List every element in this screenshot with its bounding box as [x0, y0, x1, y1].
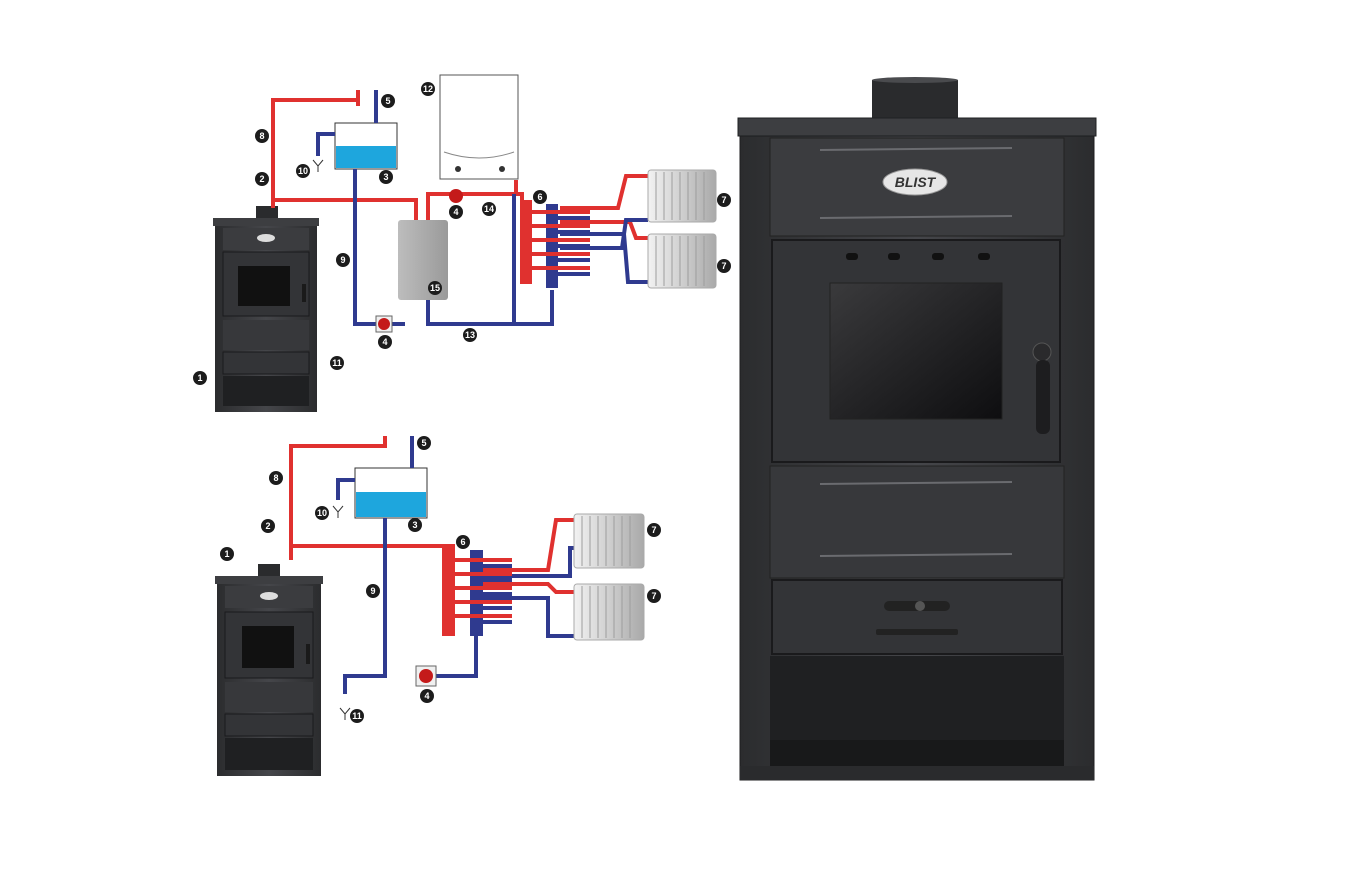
label-bottom-4: 4 — [420, 689, 434, 703]
expansion-tank-bottom — [354, 467, 428, 519]
svg-text:6: 6 — [537, 192, 542, 202]
radiator-bottom-1 — [573, 513, 645, 569]
label-top-14: 14 — [482, 202, 496, 216]
svg-text:8: 8 — [259, 131, 264, 141]
label-top-15: 15 — [428, 281, 442, 295]
label-top-4b: 4 — [378, 335, 392, 349]
label-bottom-7a: 7 — [647, 523, 661, 537]
svg-text:7: 7 — [651, 591, 656, 601]
label-bottom-7b: 7 — [647, 589, 661, 603]
label-top-7b: 7 — [717, 259, 731, 273]
svg-text:9: 9 — [370, 586, 375, 596]
label-bottom-5: 5 — [417, 436, 431, 450]
brand-logo: BLIST — [882, 168, 948, 196]
radiator-bottom-2 — [573, 583, 645, 641]
svg-text:7: 7 — [721, 261, 726, 271]
label-bottom-1: 1 — [220, 547, 234, 561]
label-top-4a: 4 — [449, 205, 463, 219]
label-top-12: 12 — [421, 82, 435, 96]
pump-bottom — [415, 665, 437, 687]
label-top-10: 10 — [296, 164, 310, 178]
label-bottom-3: 3 — [408, 518, 422, 532]
svg-text:2: 2 — [265, 521, 270, 531]
svg-text:13: 13 — [465, 330, 475, 340]
label-top-3: 3 — [379, 170, 393, 184]
small-stove-bottom — [215, 564, 323, 776]
gas-boiler — [439, 74, 519, 180]
diagram-top: 1 2 3 4 4 5 6 7 7 8 9 10 11 12 13 14 15 — [193, 74, 731, 412]
label-top-1: 1 — [193, 371, 207, 385]
svg-text:3: 3 — [412, 520, 417, 530]
svg-text:10: 10 — [317, 508, 327, 518]
svg-text:15: 15 — [430, 283, 440, 293]
svg-text:BLIST: BLIST — [895, 174, 937, 190]
svg-text:4: 4 — [382, 337, 387, 347]
svg-text:11: 11 — [352, 711, 362, 721]
small-stove-top — [213, 206, 319, 412]
svg-text:7: 7 — [721, 195, 726, 205]
svg-text:12: 12 — [423, 84, 433, 94]
expansion-tank-top — [334, 122, 398, 170]
pump-top-upper — [449, 189, 463, 203]
label-bottom-6: 6 — [456, 535, 470, 549]
hot-pipes-bottom — [289, 436, 574, 594]
label-bottom-2: 2 — [261, 519, 275, 533]
large-stove: BLIST — [737, 77, 1097, 781]
svg-text:9: 9 — [340, 255, 345, 265]
label-bottom-11: 11 — [350, 709, 364, 723]
svg-text:5: 5 — [385, 96, 390, 106]
radiator-top-2 — [647, 233, 717, 289]
svg-text:3: 3 — [383, 172, 388, 182]
label-top-5: 5 — [381, 94, 395, 108]
pump-top-lower — [375, 315, 393, 333]
label-top-6: 6 — [533, 190, 547, 204]
svg-text:4: 4 — [453, 207, 458, 217]
cold-pipes-bottom — [336, 436, 574, 694]
svg-text:1: 1 — [224, 549, 229, 559]
label-top-11: 11 — [330, 356, 344, 370]
manifold-bottom — [442, 544, 512, 636]
label-bottom-8: 8 — [269, 471, 283, 485]
label-top-13: 13 — [463, 328, 477, 342]
svg-text:7: 7 — [651, 525, 656, 535]
svg-text:5: 5 — [421, 438, 426, 448]
label-top-2: 2 — [255, 172, 269, 186]
svg-text:6: 6 — [460, 537, 465, 547]
svg-text:10: 10 — [298, 166, 308, 176]
label-top-8: 8 — [255, 129, 269, 143]
svg-text:11: 11 — [332, 358, 342, 368]
label-top-7a: 7 — [717, 193, 731, 207]
svg-text:2: 2 — [259, 174, 264, 184]
svg-text:4: 4 — [424, 691, 429, 701]
manifold-top — [520, 200, 590, 288]
svg-text:14: 14 — [484, 204, 494, 214]
diagram-bottom: 1 2 3 4 5 6 7 7 8 9 10 11 — [215, 436, 661, 776]
storage-tank — [398, 220, 448, 300]
svg-text:1: 1 — [197, 373, 202, 383]
label-bottom-10: 10 — [315, 506, 329, 520]
radiator-top-1 — [647, 169, 717, 223]
label-bottom-9: 9 — [366, 584, 380, 598]
label-top-9: 9 — [336, 253, 350, 267]
svg-text:8: 8 — [273, 473, 278, 483]
